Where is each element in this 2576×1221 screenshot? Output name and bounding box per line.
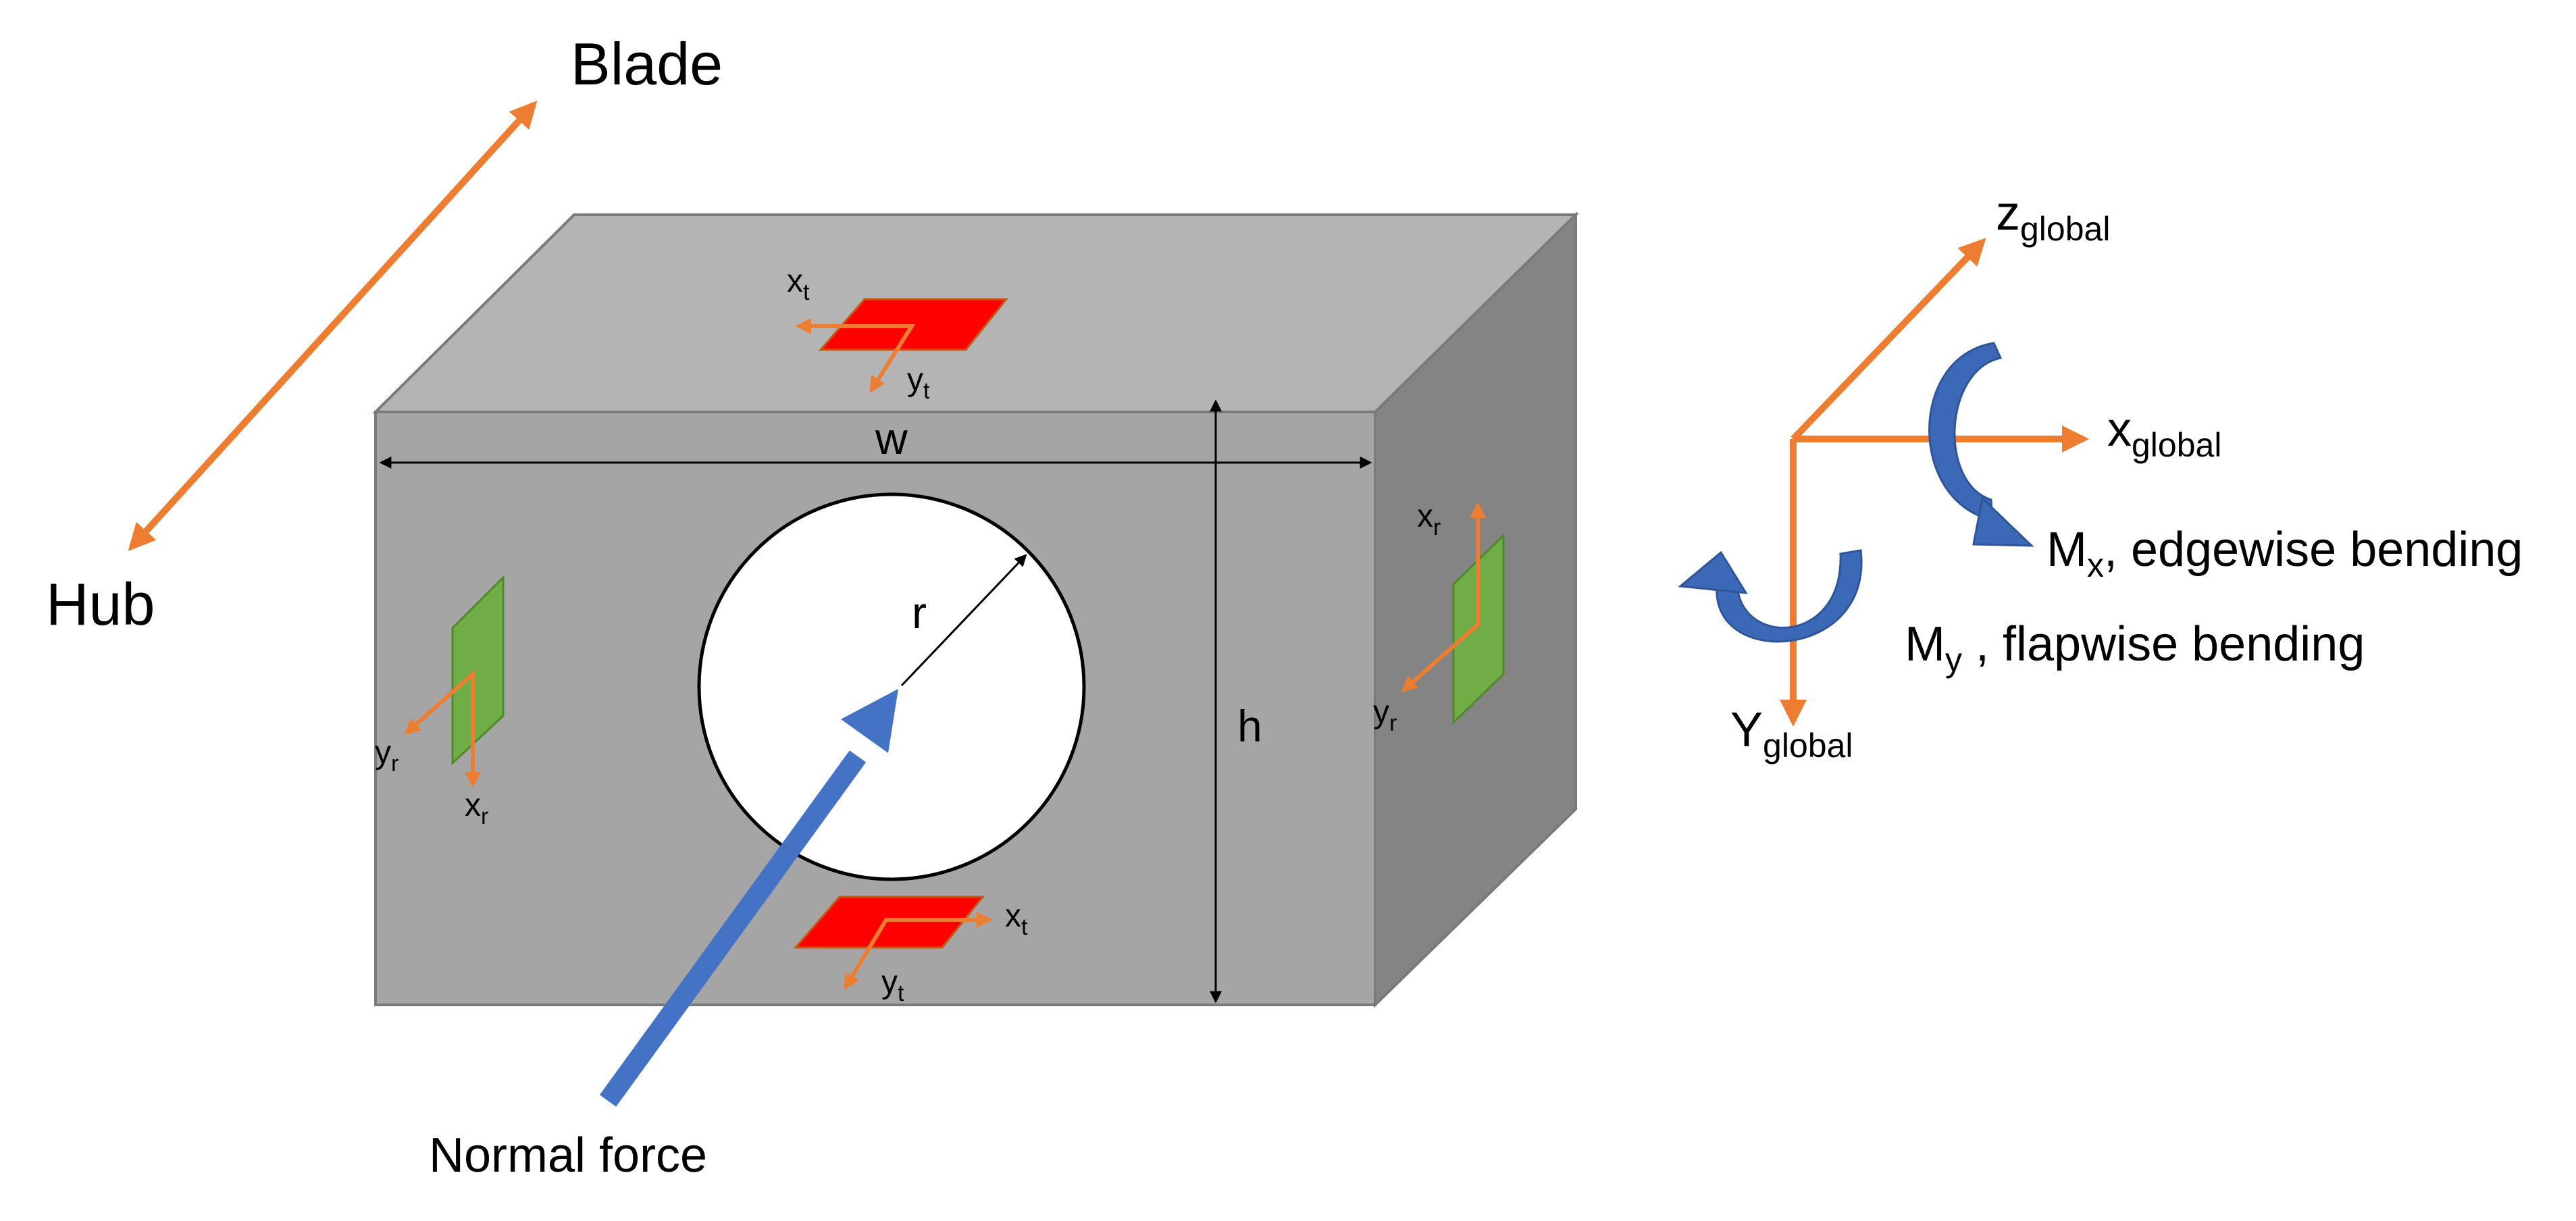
gauge-right-axes xyxy=(1401,502,1486,693)
gauge-right-x-label: xr xyxy=(1417,498,1441,540)
normal-force-arrow xyxy=(599,689,898,1107)
blade-hub-arrow xyxy=(128,101,538,551)
radius-label: r xyxy=(912,588,927,638)
radius-arrow xyxy=(900,554,1027,687)
gauge-right-y-label: yr xyxy=(1373,694,1397,736)
gauge-bottom-x-label: xt xyxy=(1005,898,1028,940)
x-global-label: xglobal xyxy=(2107,402,2221,464)
width-label: w xyxy=(875,413,908,463)
strain-gauge-top: xt yt xyxy=(787,263,1009,404)
gauge-left-x-label: xr xyxy=(465,787,488,829)
y-global-label: Yglobal xyxy=(1730,703,1853,764)
gauge-left-y-label: yr xyxy=(375,735,398,777)
mx-moment-arrow xyxy=(1928,342,2034,547)
gauge-left-axes xyxy=(404,669,481,788)
height-label: h xyxy=(1237,701,1262,751)
strain-gauge-bottom: xt yt xyxy=(793,895,1028,1006)
gauge-bottom-axes xyxy=(844,912,993,991)
z-global-axis xyxy=(1791,238,1986,442)
hole-circle xyxy=(697,492,1086,881)
gauge-top-x-label: xt xyxy=(787,263,810,305)
z-global-label: zglobal xyxy=(1996,186,2110,248)
normal-force-label: Normal force xyxy=(429,1128,707,1183)
strain-gauge-right: xr yr xyxy=(1373,498,1505,736)
gauge-bottom-y-label: yt xyxy=(881,964,904,1006)
gauge-top-y-label: yt xyxy=(907,362,930,404)
hub-label: Hub xyxy=(46,571,155,638)
mx-label: Mx, edgewise bending xyxy=(2046,523,2523,584)
my-label: My , flapwise bending xyxy=(1905,617,2365,679)
blade-label: Blade xyxy=(571,30,723,97)
strain-gauge-left: yr xr xyxy=(375,575,505,829)
gauge-top-axes xyxy=(795,318,916,394)
my-moment-arrow xyxy=(1678,549,1863,643)
